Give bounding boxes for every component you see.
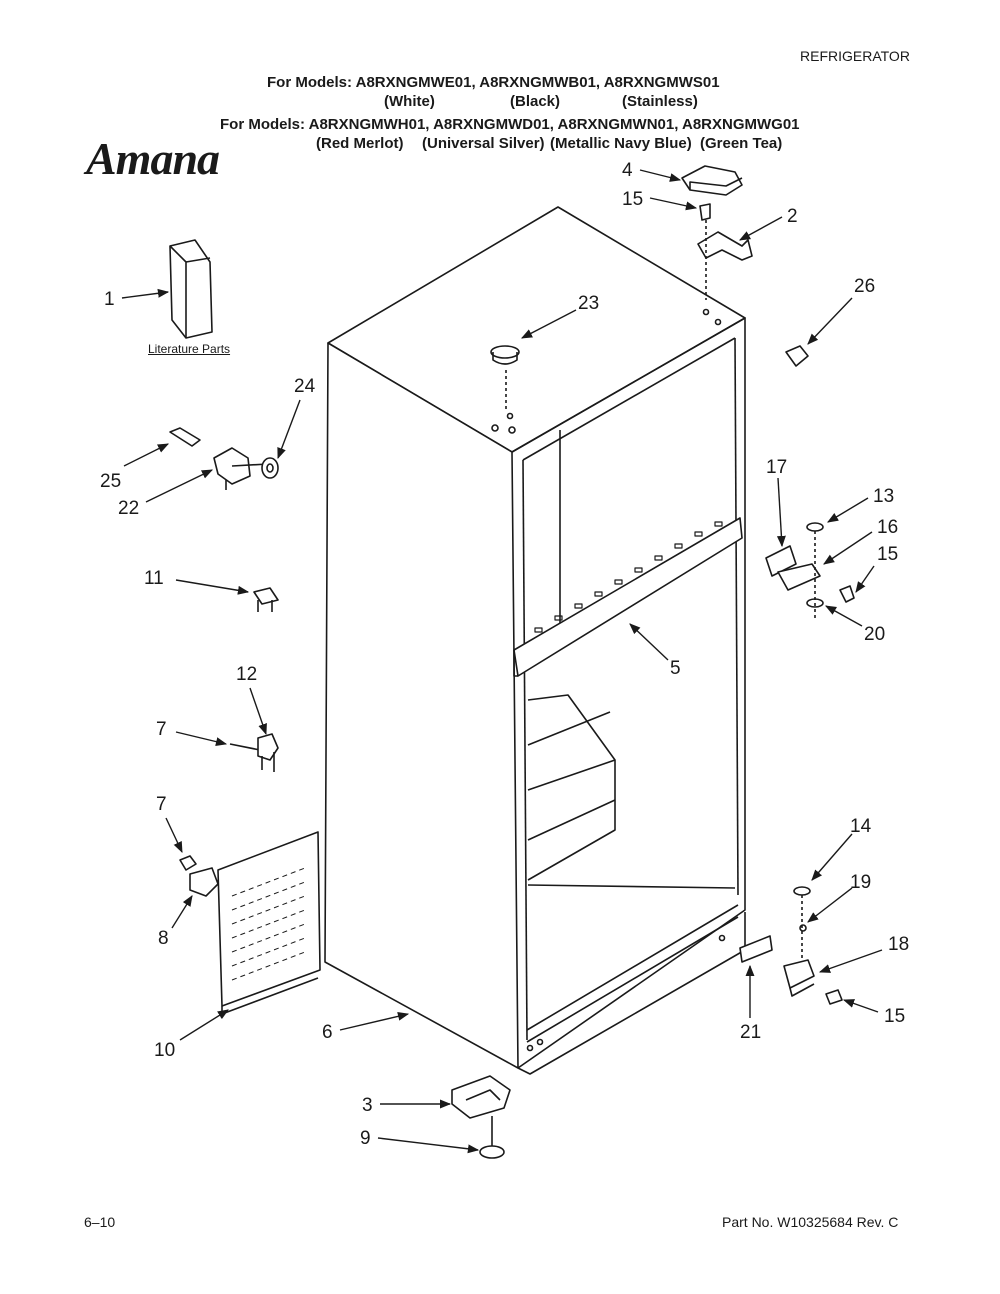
color-green-tea: (Green Tea)	[700, 135, 783, 152]
callout-15b: 15	[877, 544, 898, 565]
callout-15a: 15	[622, 189, 643, 210]
cabinet	[324, 206, 746, 1075]
callout-8: 8	[158, 928, 169, 949]
callout-21: 21	[740, 1022, 761, 1043]
callout-7b: 7	[156, 794, 167, 815]
bottom-hinge	[739, 886, 843, 1005]
callout-5: 5	[670, 658, 681, 679]
color-stainless: (Stainless)	[622, 93, 698, 110]
callout-numbers: 1 2 3 4 5 6 7 7 8 9 10 11 12 13 14 15 15…	[100, 160, 909, 1149]
plug-button	[490, 345, 520, 410]
callout-23: 23	[578, 293, 599, 314]
footer-date: 6–10	[84, 1214, 116, 1230]
literature-book	[169, 239, 213, 339]
callout-20: 20	[864, 624, 885, 645]
clip	[253, 587, 279, 612]
callout-9: 9	[360, 1128, 371, 1149]
callout-7a: 7	[156, 719, 167, 740]
callout-4: 4	[622, 160, 633, 181]
callout-3: 3	[362, 1095, 373, 1116]
brand-logo: Amana	[86, 133, 220, 184]
callout-6: 6	[322, 1022, 333, 1043]
color-metallic-navy-blue: (Metallic Navy Blue)	[550, 135, 692, 152]
clamp-8	[179, 855, 219, 897]
callout-24: 24	[294, 376, 316, 397]
callout-25: 25	[100, 471, 121, 492]
models-line-1: For Models: A8RXNGMWE01, A8RXNGMWB01, A8…	[267, 74, 720, 91]
callout-10: 10	[154, 1040, 175, 1061]
middle-hinge	[765, 522, 855, 618]
callout-13: 13	[873, 486, 894, 507]
color-universal-silver: (Universal Silver)	[422, 135, 545, 152]
color-black: (Black)	[510, 93, 561, 110]
bumper	[785, 345, 809, 367]
callout-22: 22	[118, 498, 139, 519]
models-line-2: For Models: A8RXNGMWH01, A8RXNGMWD01, A8…	[220, 116, 800, 133]
callout-18: 18	[888, 934, 909, 955]
leader-lines	[121, 169, 883, 1154]
literature-parts-label: Literature Parts	[148, 342, 231, 356]
callout-17: 17	[766, 457, 787, 478]
divider-rail	[513, 517, 743, 677]
callout-14: 14	[850, 816, 872, 837]
callout-12: 12	[236, 664, 257, 685]
water-fitting	[169, 427, 279, 490]
roller-leveler	[451, 1075, 511, 1159]
rear-cover-panel	[217, 831, 321, 1015]
callout-19: 19	[850, 872, 871, 893]
callout-11: 11	[144, 568, 164, 589]
callout-16: 16	[877, 517, 898, 538]
callout-1: 1	[104, 289, 115, 310]
hinge-cover	[681, 165, 743, 196]
category-label: REFRIGERATOR	[800, 48, 910, 64]
callout-2: 2	[787, 206, 798, 227]
top-hinge	[697, 203, 753, 300]
bracket-12	[229, 733, 279, 772]
callout-15c: 15	[884, 1006, 905, 1027]
color-red-merlot: (Red Merlot)	[316, 135, 404, 152]
callout-26: 26	[854, 276, 875, 297]
footer-part-number: Part No. W10325684 Rev. C	[722, 1214, 899, 1230]
color-white: (White)	[384, 93, 435, 110]
